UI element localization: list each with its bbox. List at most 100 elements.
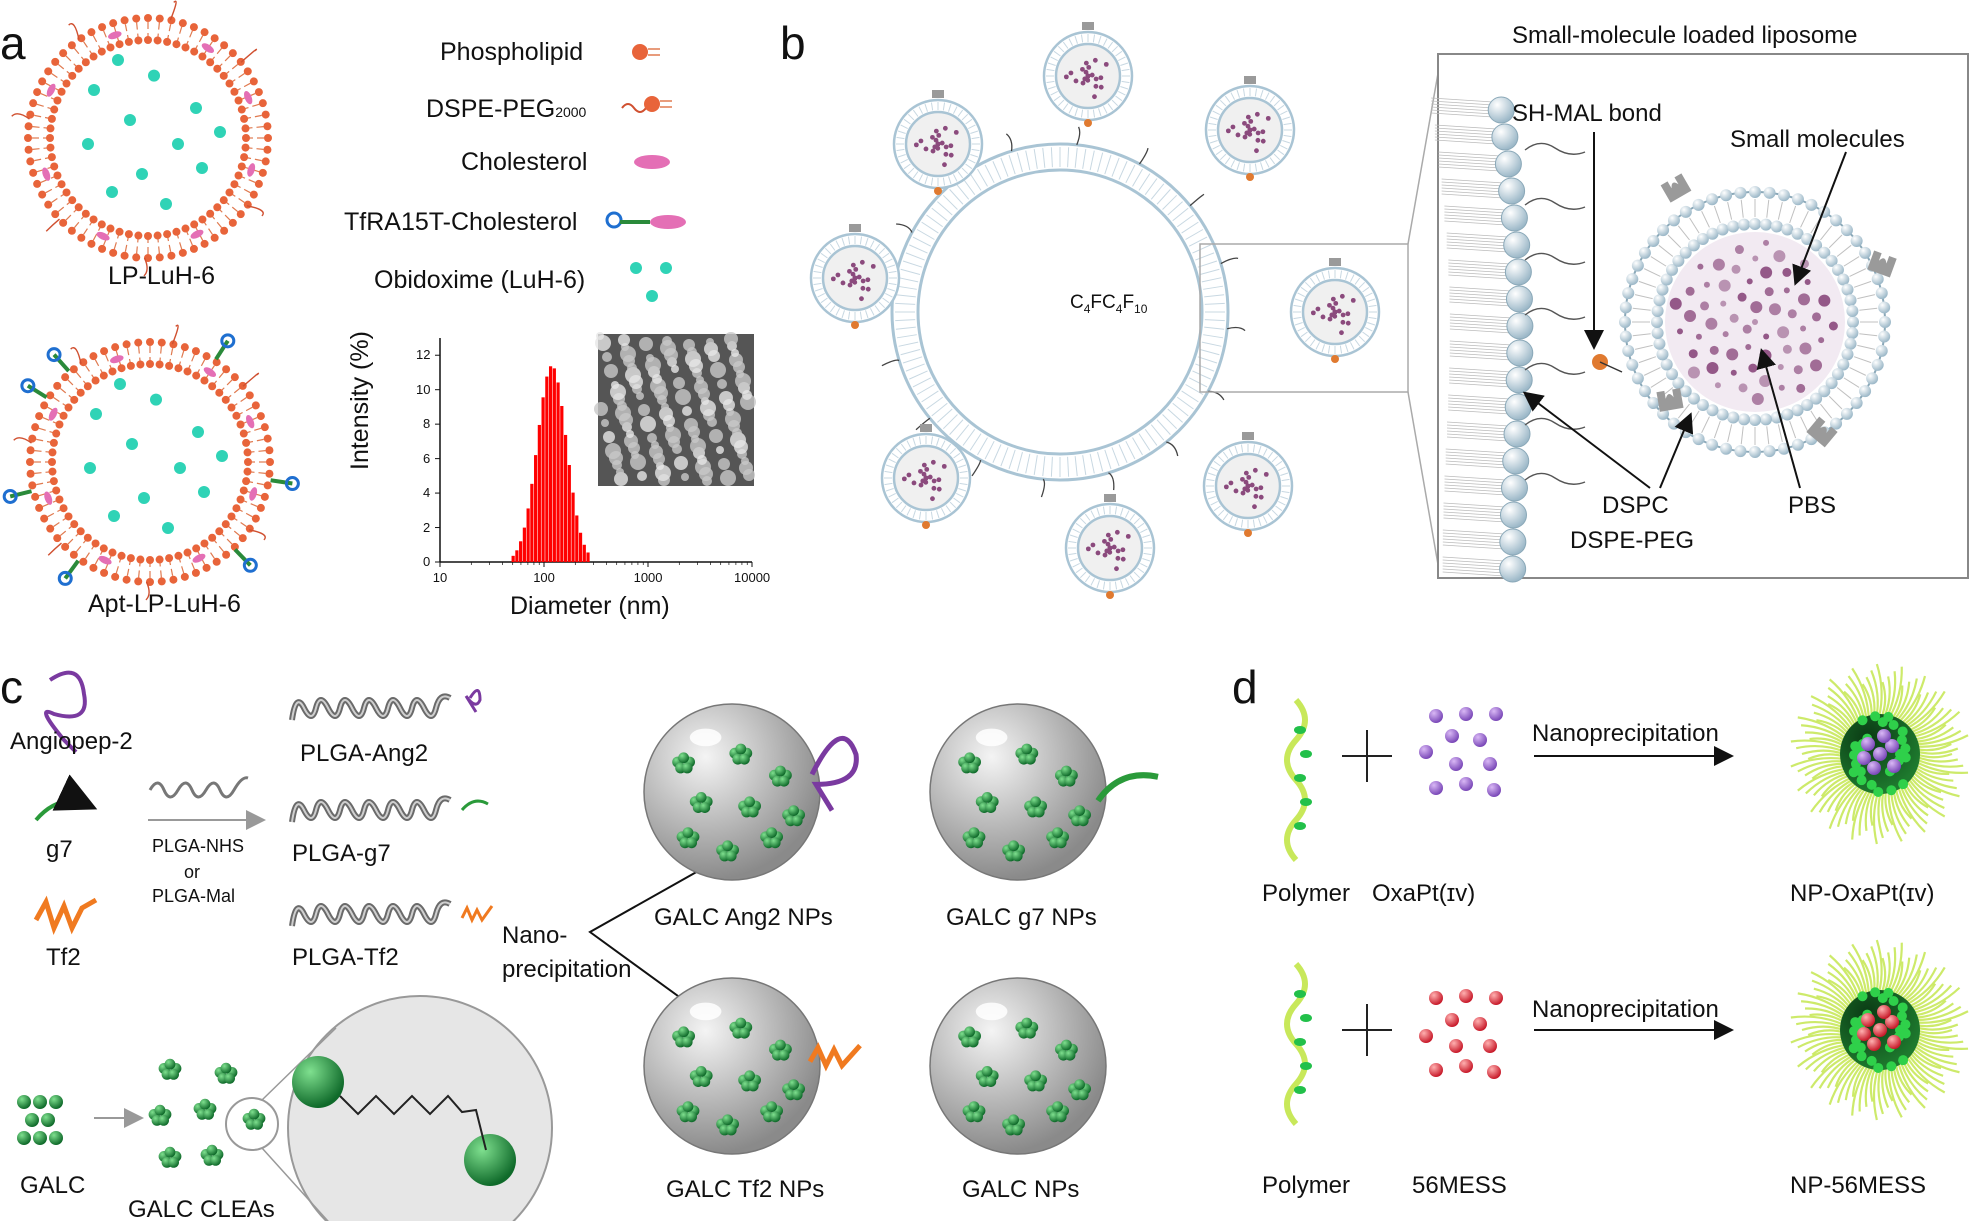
microbubble-lipid: [1195, 363, 1215, 372]
liposome-lipid: [961, 113, 969, 121]
tem-particle: [601, 419, 609, 427]
microbubble-lipid: [1204, 326, 1225, 330]
membrane-tail: [1449, 382, 1512, 388]
inset-lipid-head: [1672, 377, 1685, 390]
lipid-head: [157, 577, 166, 586]
lipid-head: [232, 504, 241, 513]
oxapt-molecule: [1449, 757, 1463, 771]
lipid-tail: [67, 379, 74, 386]
tem-particle: [594, 402, 608, 416]
lipid-tail: [256, 126, 264, 128]
inset-lipid-head: [1738, 218, 1751, 231]
lipid-tail: [85, 365, 90, 372]
inset-lipid-head: [1841, 283, 1854, 296]
liposome-lipid: [1053, 50, 1061, 57]
galc-enzyme: [1033, 806, 1045, 818]
lipid-head: [26, 110, 35, 119]
liposome-lipid: [1115, 95, 1123, 102]
inset-lipid-head: [1847, 316, 1859, 328]
liposome-lipid: [1120, 62, 1129, 66]
galc-enzyme: [681, 1036, 693, 1048]
liposome-lipid: [1050, 56, 1058, 62]
cargo-dot: [1083, 60, 1089, 66]
obidoxime-dot: [162, 522, 174, 534]
inset-lipid-head: [1619, 301, 1632, 314]
inset-lipid-head: [1720, 189, 1733, 202]
microbubble-lipid: [977, 437, 988, 456]
liposome-lipid: [1079, 571, 1087, 579]
micelle-corona-chain: [1810, 1052, 1853, 1089]
small-molecule-dot: [1706, 361, 1719, 374]
inset-lipid-head: [1759, 413, 1772, 426]
galc-enzyme: [1021, 1017, 1033, 1029]
microbubble-lipid: [1016, 152, 1023, 173]
peg-chain: [171, 324, 179, 345]
cargo-dot: [1260, 138, 1266, 144]
liposome-lipid: [1075, 522, 1083, 529]
liposome-lipid: [1280, 496, 1289, 500]
peg-chain: [1524, 252, 1586, 265]
lipid-tail: [85, 552, 90, 559]
reagent-or: or: [184, 862, 201, 882]
inset-lipid-tail: [1849, 268, 1867, 277]
nanoparticle-highlight: [975, 1002, 1008, 1021]
galc-clea: [158, 1058, 182, 1080]
obidoxime-dot: [172, 138, 184, 150]
liposome-lipid: [1129, 575, 1136, 583]
micelle-core-bead: [1900, 1028, 1911, 1039]
liposome-lipid: [918, 174, 924, 182]
cargo-dot: [1225, 128, 1231, 134]
lipid-head: [51, 57, 60, 66]
liposome-lipid: [813, 282, 822, 286]
tem-particle: [652, 374, 662, 384]
liposome-lipid: [874, 305, 881, 313]
liposome-lipid: [1133, 517, 1141, 525]
cargo-dot: [865, 286, 871, 292]
cargo-dot: [953, 129, 959, 135]
lipid-tail: [198, 35, 204, 43]
micelle-core-bead: [1850, 741, 1861, 752]
small-molecule-dot: [1712, 258, 1725, 271]
lipid-head: [178, 248, 187, 257]
liposome-lipid: [1362, 286, 1370, 293]
galc-enzyme: [164, 1146, 176, 1158]
micelle-corona-chain: [1828, 1059, 1861, 1105]
legend-obidoxime: Obidoxime (LuH-6): [374, 266, 586, 294]
histogram-y-tick-label: 10: [416, 381, 431, 397]
lipid-head: [146, 556, 154, 564]
membrane-tail: [1445, 457, 1508, 463]
cargo-dot: [918, 482, 924, 488]
galc-enzyme: [678, 1026, 689, 1038]
liposome-lipid: [891, 497, 899, 504]
encapsulated-oxapt: [1877, 729, 1891, 743]
lipid-tail: [34, 158, 42, 162]
inset-lipid-head: [1875, 344, 1888, 357]
galc-cluster: [738, 796, 761, 818]
nanoparticle-highlight: [689, 728, 722, 747]
lipid-tail: [42, 417, 50, 421]
liposome-lipid: [1142, 534, 1151, 538]
liposome-lipid: [865, 237, 869, 246]
lipid-head: [174, 551, 183, 560]
lipid-head: [146, 338, 154, 346]
micelle-corona-chain: [1911, 770, 1960, 798]
membrane-tail: [1444, 487, 1507, 493]
inset-lipid-head: [1777, 442, 1790, 455]
cholesterol: [203, 367, 217, 377]
membrane-tail: [1444, 484, 1507, 490]
lipid-head: [222, 365, 231, 374]
micelle-core-bead: [1883, 987, 1894, 998]
lipid-head: [48, 448, 57, 457]
lipid-tail: [73, 221, 80, 229]
membrane-bead: [1499, 555, 1527, 583]
liposome-lipid: [1140, 528, 1148, 534]
liposome-lipid: [945, 505, 952, 513]
56mess-molecule: [1429, 991, 1443, 1005]
microbubble-lipid: [1197, 356, 1218, 364]
cargo-dot: [1263, 471, 1269, 477]
galc-enzyme-dot: [33, 1095, 47, 1109]
liposome-lipid: [1057, 99, 1065, 107]
membrane-tail: [1449, 292, 1512, 298]
microbubble-lipid: [1150, 424, 1165, 441]
liposome-lipid: [1222, 513, 1229, 521]
